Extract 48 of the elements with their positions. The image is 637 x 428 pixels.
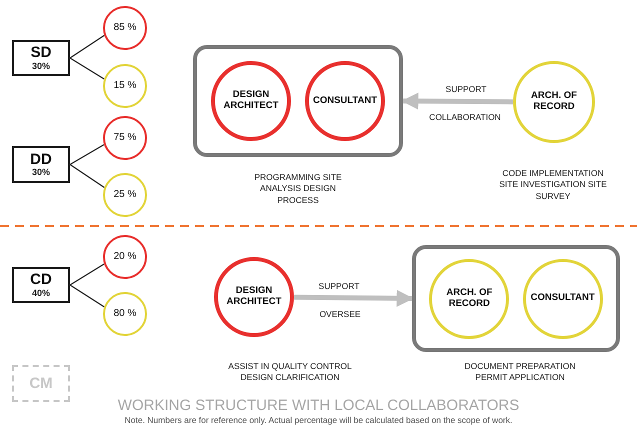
task-list: DOCUMENT PREPARATION PERMIT APPLICATION bbox=[460, 361, 580, 384]
phase-label: DD bbox=[29, 150, 53, 168]
role-label: CONSULTANT bbox=[312, 96, 378, 106]
connector-line bbox=[70, 57, 104, 80]
percentage-text: 25 % bbox=[112, 189, 138, 201]
task-list: CODE IMPLEMENTATION SITE INVESTIGATION SITE SURVEY bbox=[496, 168, 610, 202]
arrow bbox=[401, 92, 514, 110]
task-list: PROGRAMMING SITE ANALYSIS DESIGN PROCESS bbox=[250, 172, 346, 206]
connector-line bbox=[70, 144, 104, 166]
share-text: 30% bbox=[32, 62, 50, 72]
diagram-title: WORKING STRUCTURE WITH LOCAL COLLABORATORS bbox=[116, 397, 520, 414]
role-label: DESIGN ARCHITECT bbox=[226, 286, 282, 308]
share-text: 40% bbox=[32, 288, 50, 299]
percentage-circle bbox=[103, 116, 147, 160]
group-box bbox=[193, 45, 403, 157]
role-label: DESIGN ARCHITECT bbox=[222, 90, 280, 112]
percentage-circle bbox=[103, 235, 147, 279]
phase-label: CD bbox=[29, 271, 53, 289]
percentage-circle bbox=[103, 6, 147, 50]
percentage-circle bbox=[103, 173, 147, 217]
role-label: ARCH. OF RECORD bbox=[445, 288, 494, 310]
phase-box bbox=[12, 267, 70, 303]
role-label: ARCH. OF RECORD bbox=[530, 91, 578, 113]
phase-box bbox=[12, 146, 70, 183]
percentage-text: 80 % bbox=[112, 308, 138, 320]
percentage-circle bbox=[103, 64, 147, 108]
footnote: Note. Numbers are for reference only. Actual percentage will be calculated based on the scope of work. bbox=[124, 415, 514, 425]
connector-line bbox=[70, 34, 105, 58]
task-list: ASSIST IN QUALITY CONTROL DESIGN CLARIFICATION bbox=[222, 361, 358, 384]
edge-label: SUPPORT bbox=[444, 84, 488, 94]
connector-line bbox=[70, 164, 105, 188]
phase-box bbox=[12, 40, 70, 76]
arrow bbox=[294, 290, 414, 307]
share-text: 30% bbox=[32, 168, 50, 178]
arrow-note: OVERSEE bbox=[317, 309, 363, 319]
percentage-text: 85 % bbox=[112, 22, 138, 34]
phase-label: SD bbox=[30, 44, 52, 62]
edge-label: SUPPORT bbox=[316, 281, 362, 291]
connector-line bbox=[70, 263, 104, 286]
percentage-text: 20 % bbox=[112, 251, 138, 263]
role-label: CONSULTANT bbox=[530, 293, 596, 304]
group-box bbox=[412, 245, 620, 352]
percentage-circle bbox=[103, 292, 147, 336]
connector-line bbox=[70, 284, 105, 308]
percentage-text: 75 % bbox=[112, 132, 138, 144]
percentage-text: 15 % bbox=[112, 80, 138, 92]
dashed-box bbox=[12, 365, 70, 402]
arrow-note: COLLABORATION bbox=[427, 112, 503, 122]
